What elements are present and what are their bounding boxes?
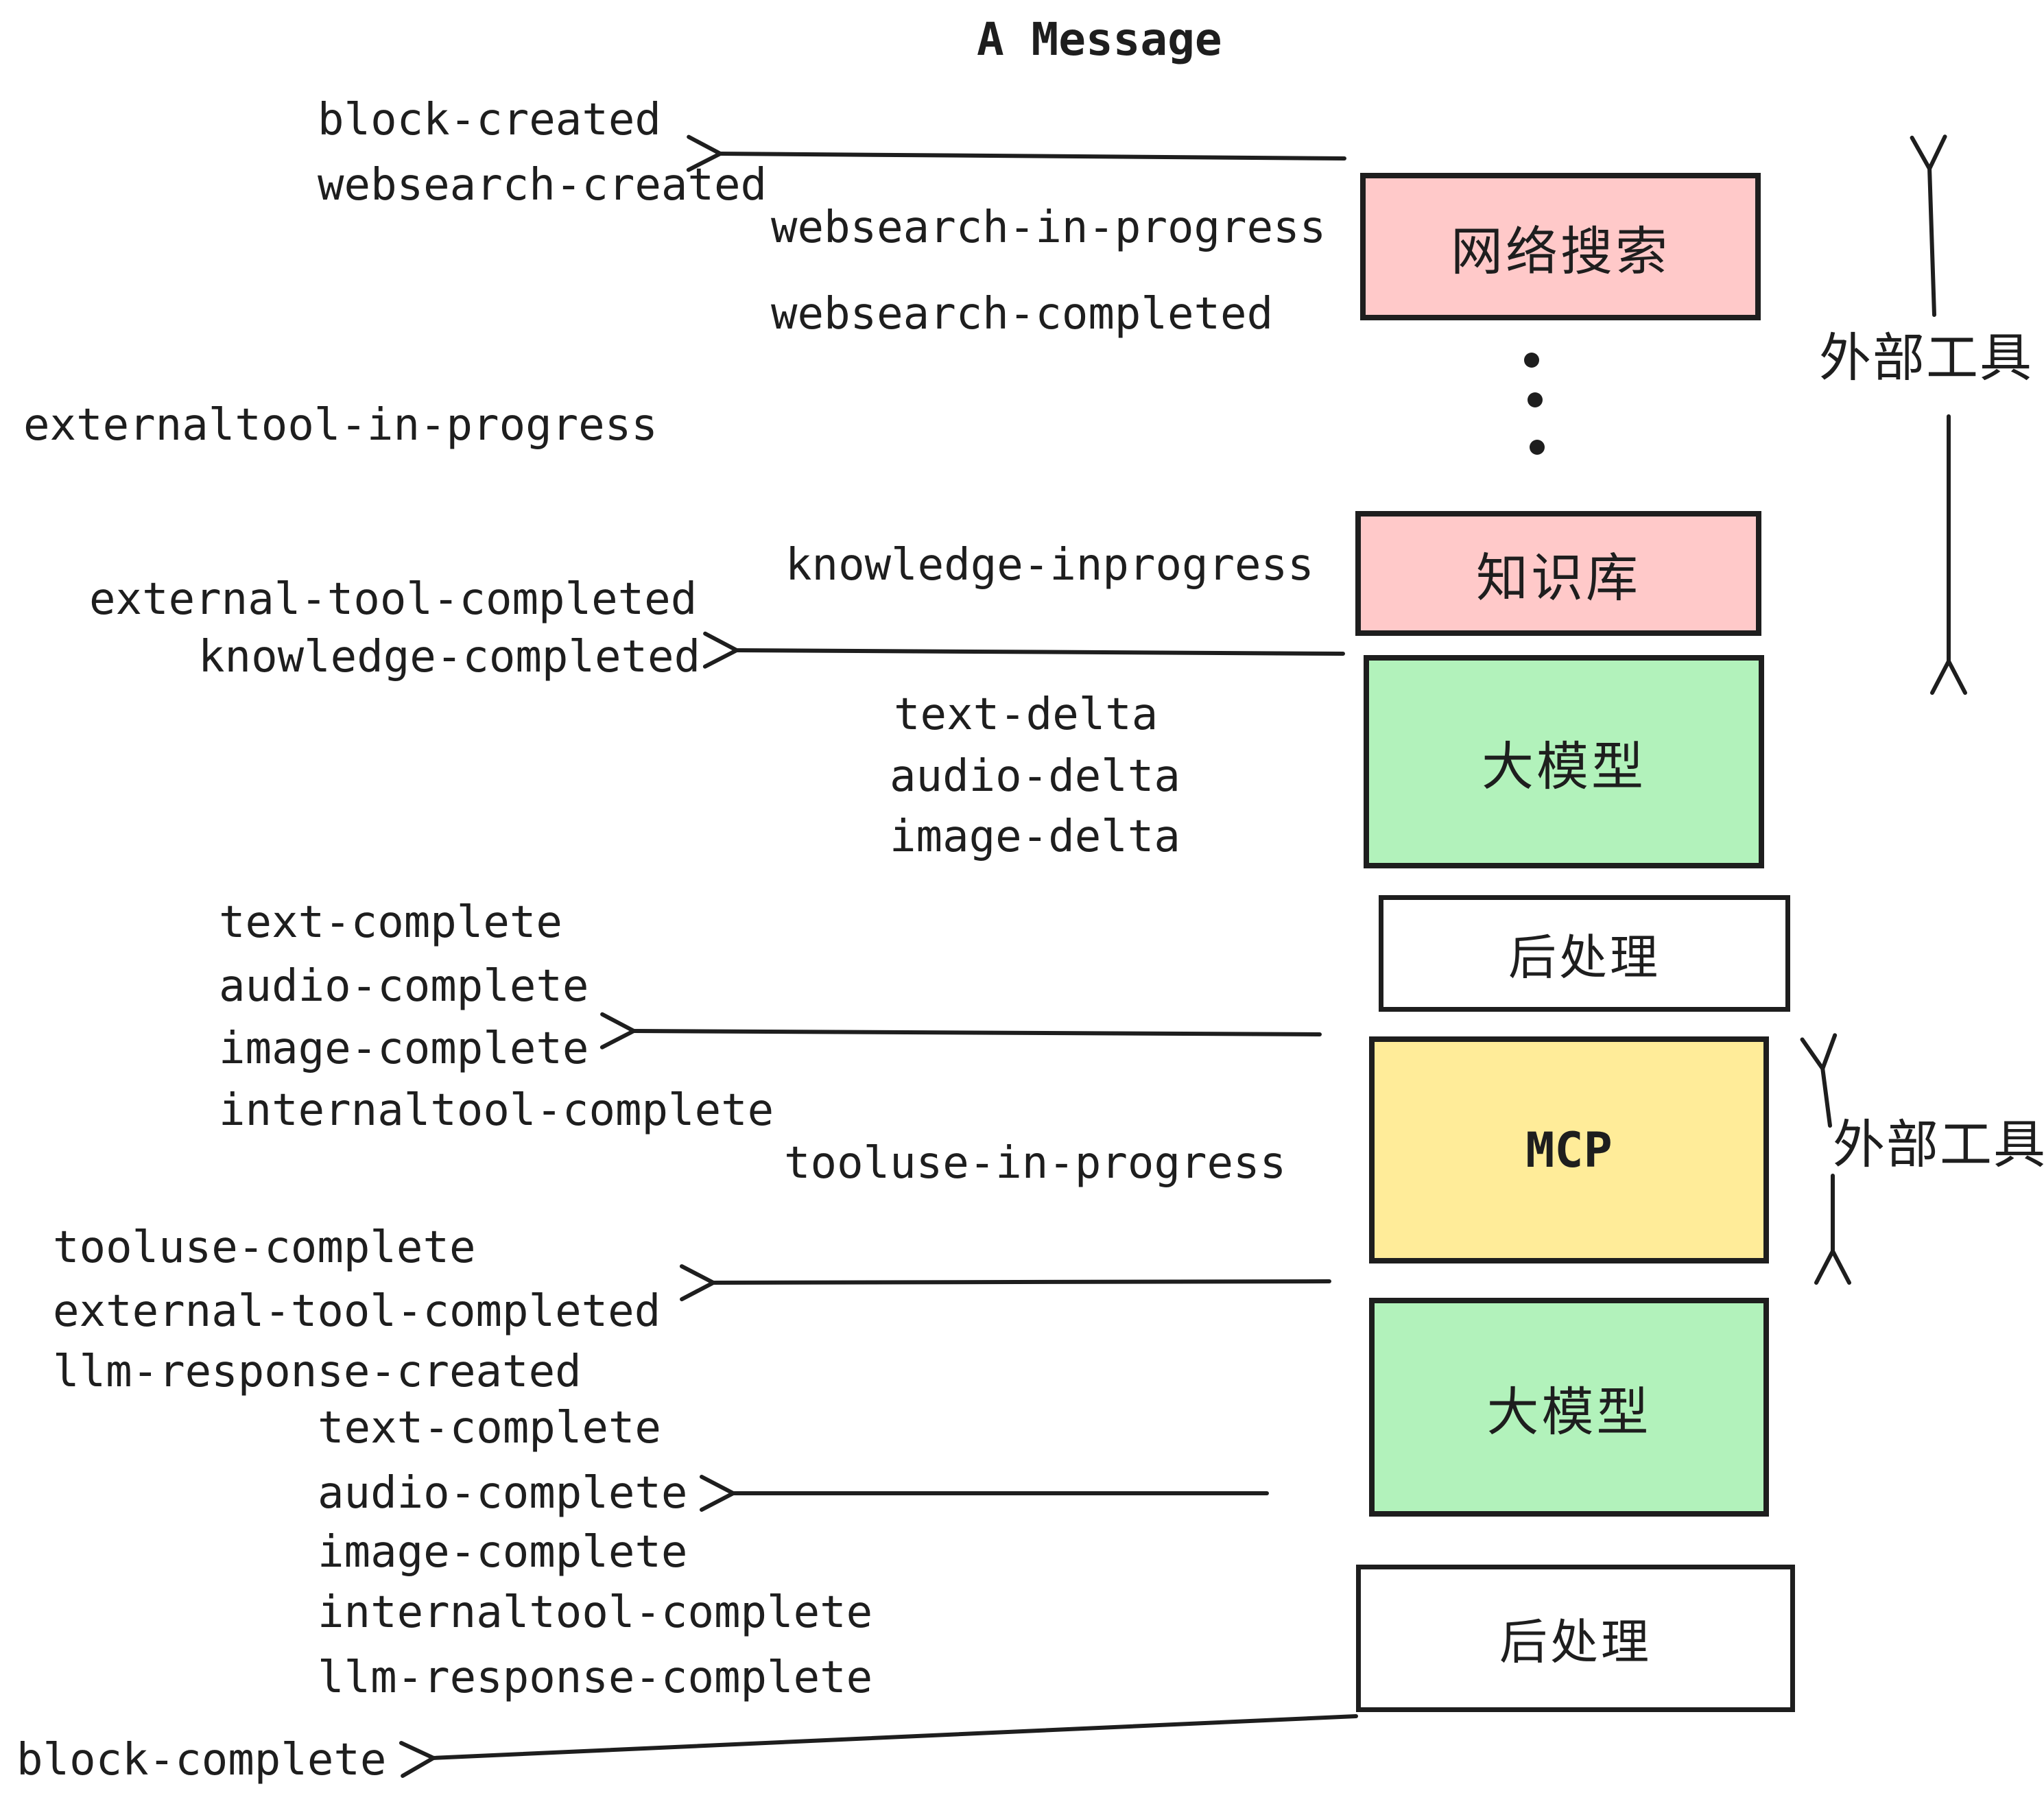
box-mcp-label: MCP: [1525, 1121, 1613, 1178]
event-label-block-complete: block-complete: [16, 1735, 387, 1785]
external-tool-annotation-1: 外部工具: [1819, 329, 2033, 388]
event-label-externaltool-in-progress: externaltool-in-progress: [23, 400, 658, 451]
box-mcp: MCP: [1369, 1036, 1769, 1263]
event-label-image-delta-1: image-delta: [890, 811, 1180, 862]
event-label-external-tool-completed: external-tool-completed: [89, 574, 698, 625]
arrow-post1-to-image-complete: [632, 1031, 1322, 1034]
event-label-external-tool-completed-2: external-tool-completed: [53, 1286, 661, 1337]
event-label-tooluse-in-progress: tooluse-in-progress: [784, 1138, 1287, 1189]
event-label-text-delta-1: text-delta: [894, 689, 1158, 740]
box-post-1-label: 后处理: [1508, 930, 1661, 984]
box-websearch: 网络搜索: [1360, 173, 1761, 320]
event-label-audio-delta-1: audio-delta: [890, 751, 1180, 802]
external-tool-up-arrow-1: [1929, 167, 1934, 317]
event-label-image-complete-2: image-complete: [318, 1527, 688, 1578]
event-label-knowledge-inprogress: knowledge-inprogress: [785, 540, 1314, 591]
event-label-websearch-created: websearch-created: [318, 160, 768, 211]
event-label-websearch-completed: websearch-completed: [771, 289, 1274, 340]
arrow-post2-to-block-complete: [432, 1714, 1358, 1758]
box-knowledge-label: 知识库: [1476, 549, 1641, 608]
event-label-internaltool-complete-2: internaltool-complete: [318, 1587, 873, 1638]
box-knowledge: 知识库: [1355, 511, 1761, 636]
event-label-text-complete-2: text-complete: [318, 1403, 661, 1453]
external-tool-annotation-2: 外部工具: [1833, 1116, 2044, 1174]
event-label-websearch-in-progress: websearch-in-progress: [771, 202, 1327, 253]
event-label-text-complete-1: text-complete: [219, 897, 562, 948]
box-llm-1-label: 大模型: [1482, 737, 1646, 796]
event-label-tooluse-complete: tooluse-complete: [53, 1222, 476, 1273]
diagram-title: A Message: [977, 13, 1222, 66]
box-websearch-label: 网络搜索: [1451, 222, 1670, 281]
arrow-websearch-to-block-created: [719, 154, 1346, 158]
arrow-mcp-to-tooluse-complete: [712, 1281, 1331, 1283]
event-label-llm-response-created: llm-response-created: [53, 1346, 582, 1397]
box-post-1: 后处理: [1379, 895, 1790, 1012]
arrow-knowledge-to-knowledge-completed: [735, 650, 1345, 654]
event-label-llm-response-complete: llm-response-complete: [318, 1652, 873, 1703]
box-post-2-label: 后处理: [1499, 1615, 1652, 1669]
event-label-audio-complete-1: audio-complete: [219, 961, 589, 1012]
ellipsis-dots: [1524, 353, 1545, 455]
event-label-knowledge-completed: knowledge-completed: [198, 632, 701, 683]
event-label-image-complete-1: image-complete: [219, 1023, 589, 1074]
box-llm-2: 大模型: [1369, 1298, 1769, 1517]
box-llm-2-label: 大模型: [1486, 1383, 1652, 1442]
event-label-block-created: block-created: [318, 95, 661, 145]
box-llm-1: 大模型: [1364, 655, 1764, 868]
box-post-2: 后处理: [1356, 1565, 1795, 1712]
event-label-internaltool-complete-1: internaltool-complete: [219, 1085, 774, 1136]
event-label-audio-complete-2: audio-complete: [318, 1468, 688, 1519]
external-tool-up-arrow-2: [1822, 1067, 1830, 1128]
